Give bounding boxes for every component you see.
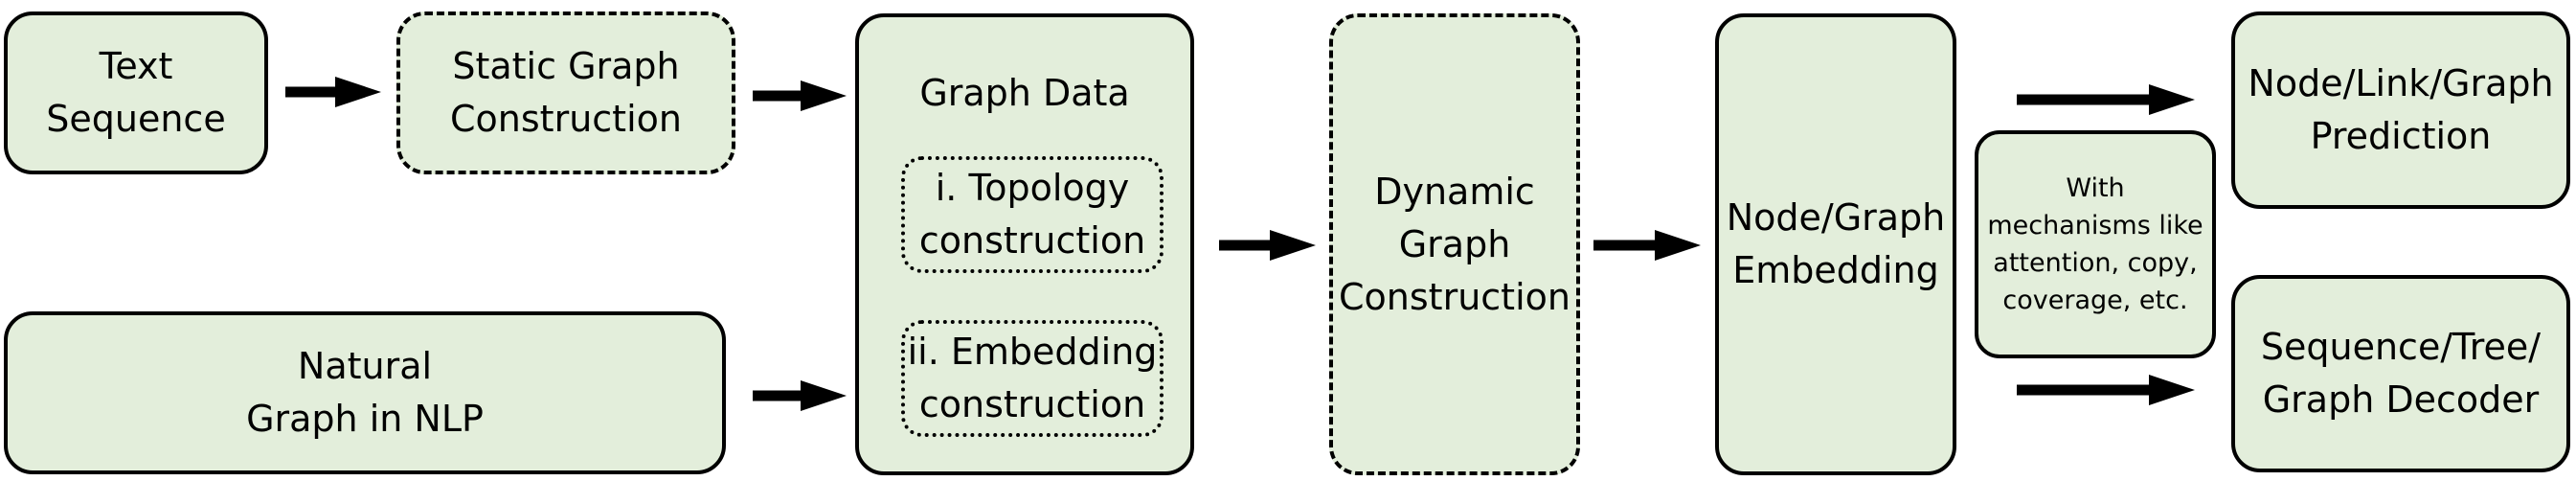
arrow-dynamic-to-embedding	[1593, 230, 1701, 261]
mechanisms-line-2: mechanisms like	[1987, 211, 2203, 240]
text-sequence-line-2: Sequence	[46, 98, 226, 140]
mechanisms-line-4: coverage, etc.	[2002, 286, 2188, 315]
graph-data-title: Graph Data	[919, 72, 1130, 114]
arrow-embedding-to-decoder	[2017, 375, 2195, 405]
node-graph-embedding-box: Node/Graph Embedding	[1715, 13, 1956, 475]
prediction-box: Node/Link/Graph Prediction	[2231, 11, 2570, 209]
static-graph-line-2: Construction	[450, 98, 682, 140]
text-sequence-box: Text Sequence	[4, 11, 268, 174]
topology-line-1: i. Topology	[935, 167, 1130, 209]
dynamic-graph-line-1: Dynamic	[1374, 170, 1535, 213]
decoder-line-1: Sequence/Tree/	[2260, 326, 2542, 368]
natural-graph-line-1: Natural	[297, 345, 433, 387]
text-sequence-line-1: Text	[99, 45, 173, 87]
dynamic-graph-line-3: Construction	[1339, 275, 1570, 318]
arrow-text-to-static	[285, 77, 381, 107]
mechanisms-line-3: attention, copy,	[1993, 248, 2198, 278]
embedding-line-1: ii. Embedding	[907, 331, 1158, 373]
embedding-construction-box: ii. Embedding construction	[901, 320, 1164, 437]
dynamic-graph-line-2: Graph	[1398, 222, 1511, 265]
decoder-box: Sequence/Tree/ Graph Decoder	[2231, 275, 2570, 472]
prediction-line-1: Node/Link/Graph	[2248, 62, 2554, 104]
static-graph-construction-box: Static Graph Construction	[396, 11, 735, 174]
static-graph-line-1: Static Graph	[452, 45, 680, 87]
node-graph-embedding-line-1: Node/Graph	[1726, 196, 1946, 239]
arrow-natural-to-graph-data	[753, 380, 847, 411]
decoder-line-2: Graph Decoder	[2262, 378, 2540, 421]
natural-graph-box: Natural Graph in NLP	[4, 311, 726, 474]
embedding-line-2: construction	[918, 383, 1146, 425]
topology-line-2: construction	[918, 219, 1146, 262]
arrow-embedding-to-prediction	[2017, 84, 2195, 115]
arrow-static-to-graph-data	[753, 80, 847, 111]
dynamic-graph-construction-box: Dynamic Graph Construction	[1329, 13, 1580, 475]
natural-graph-line-2: Graph in NLP	[246, 398, 484, 440]
graph-data-box: Graph Data i. Topology construction ii. …	[855, 13, 1194, 475]
mechanisms-line-1: With	[2066, 173, 2125, 203]
prediction-line-2: Prediction	[2310, 115, 2492, 157]
topology-construction-box: i. Topology construction	[901, 156, 1164, 273]
arrow-graph-data-to-dynamic	[1219, 230, 1316, 261]
node-graph-embedding-line-2: Embedding	[1732, 249, 1939, 291]
mechanisms-box: With mechanisms like attention, copy, co…	[1975, 130, 2216, 358]
